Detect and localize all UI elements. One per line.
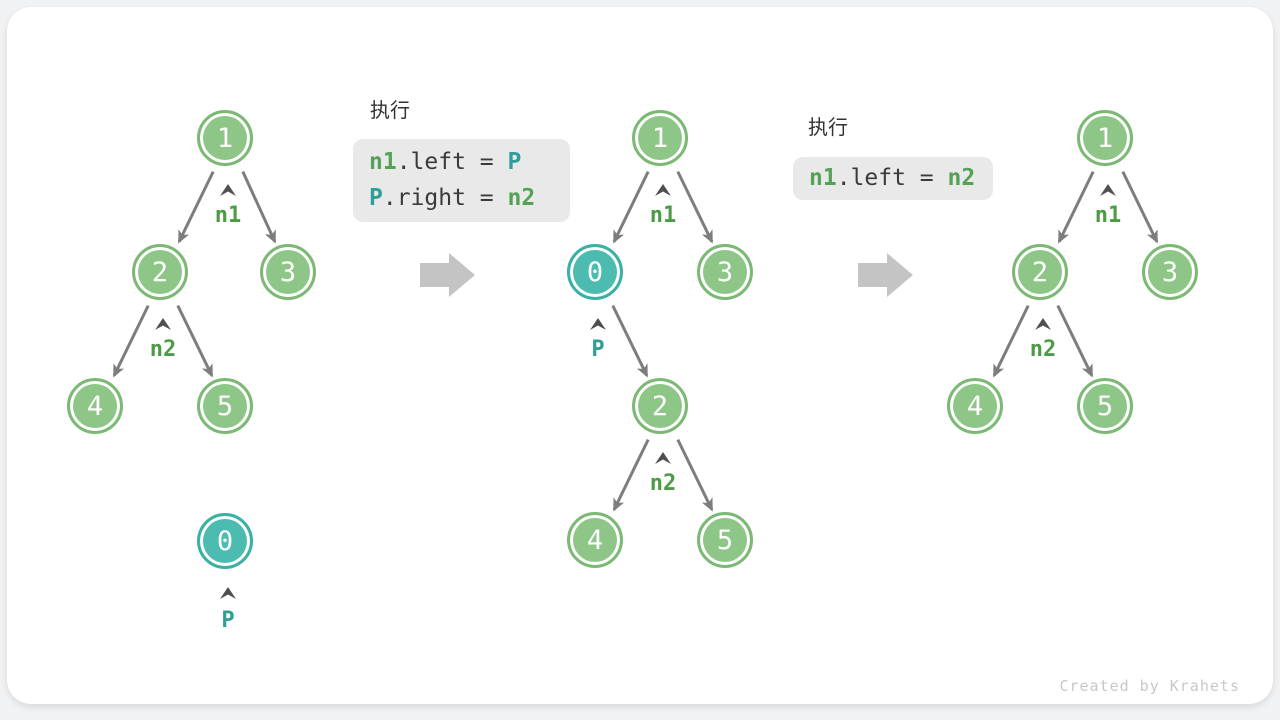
pointer-label-n2: n2 [149,337,177,362]
up-caret-icon [655,184,671,196]
tree-node: 4 [947,378,1003,434]
up-caret-icon [590,318,606,330]
pointer-label-n2: n2 [649,471,677,496]
up-caret-icon [1035,318,1051,330]
tree-node: 5 [697,512,753,568]
code-token: P [507,149,522,175]
tree-node: 3 [697,244,753,300]
code-line: P.right = n2 [369,180,554,216]
code-token: n1 [369,149,397,175]
code-token: .right = [382,185,508,211]
tree-node: 2 [132,244,188,300]
tree-node: 4 [567,512,623,568]
code-token: .left = [836,165,948,191]
up-caret-icon [155,318,171,330]
tree-node: 3 [260,244,316,300]
pointer-label-n1: n1 [214,203,242,228]
code-line: n1.left = n2 [809,162,977,195]
right-arrow-icon [858,253,913,297]
tree-node: 2 [632,378,688,434]
code-box: n1.left = P P.right = n2 [353,139,570,222]
pointer-label-p: P [221,608,235,633]
code-token: P [369,185,383,211]
pointer-label-n1: n1 [649,203,677,228]
pointer-label-n2: n2 [1029,337,1057,362]
tree-node-p: 0 [567,244,623,300]
right-arrow-icon [420,253,475,297]
exec-title: 执行 [808,115,848,139]
up-caret-icon [220,587,236,599]
code-token: .left = [396,149,508,175]
pointer-label-n1: n1 [1094,203,1122,228]
tree-node-p: 0 [197,513,253,569]
up-caret-icon [1100,184,1116,196]
tree-node: 2 [1012,244,1068,300]
code-token: n1 [809,165,837,191]
tree-node: 1 [197,110,253,166]
up-caret-icon [220,184,236,196]
tree-node: 1 [632,110,688,166]
tree-node: 4 [67,378,123,434]
code-box: n1.left = n2 [793,157,993,200]
tree-node: 1 [1077,110,1133,166]
watermark: Created by Krahets [1059,677,1240,695]
tree-node: 5 [197,378,253,434]
exec-title: 执行 [370,98,410,122]
code-line: n1.left = P [369,144,554,180]
tree-node: 3 [1142,244,1198,300]
pointer-label-p: P [591,337,605,362]
code-token: n2 [507,185,536,211]
up-caret-icon [655,452,671,464]
tree-node: 5 [1077,378,1133,434]
code-token: n2 [947,165,976,191]
